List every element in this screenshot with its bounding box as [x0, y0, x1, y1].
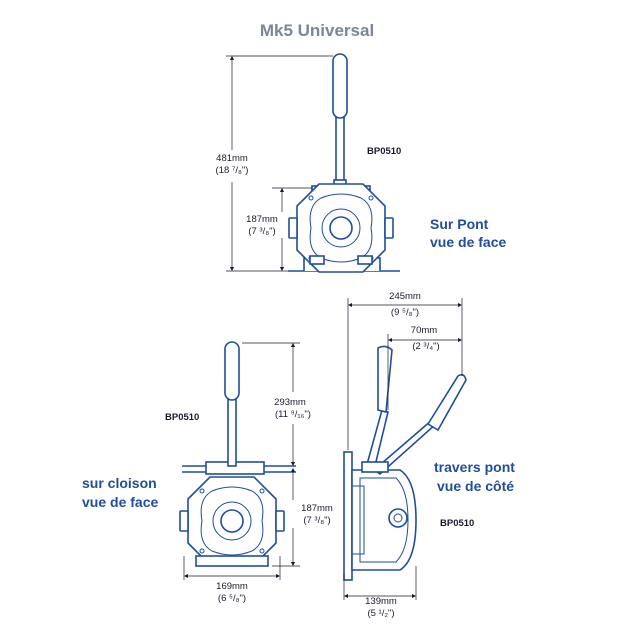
side-view-label-1: travers pont	[434, 459, 515, 475]
bulkhead-front-label-1: sur cloison	[82, 475, 157, 491]
deck-height-total: 481mm	[216, 153, 248, 164]
side-width-base: 139mm	[365, 596, 397, 607]
bulkhead-height-body: 187mm	[301, 503, 333, 514]
side-view-label-2: vue de côté	[437, 478, 514, 494]
deck-front-view: 481mm (18 ⁷/₈") 187mm (7 ³/₈") BP0510 Su…	[216, 53, 506, 273]
drawing-title: Mk5 Universal	[260, 21, 374, 40]
bulkhead-front-view: 293mm (11 ⁹/₁₆") 187mm (7 ³/₈") 169mm (6…	[82, 341, 333, 604]
side-view-code: BP0510	[440, 518, 474, 529]
bulkhead-width: 169mm	[216, 581, 248, 592]
bulkhead-front-label-2: vue de face	[82, 494, 158, 510]
deck-height-body: 187mm	[246, 214, 278, 225]
bulkhead-height-body-in: (7 ³/₈")	[303, 515, 330, 526]
bulkhead-width-in: (6 ⁵/₈")	[218, 593, 246, 604]
side-width-offset-in: (2 ³/₄")	[412, 341, 439, 352]
side-width-offset: 70mm	[411, 325, 437, 336]
side-width-base-in: (5 ¹/₂")	[367, 608, 394, 619]
bulkhead-height-handle: 293mm	[274, 397, 306, 408]
deck-front-code: BP0510	[367, 146, 401, 157]
deck-front-label-1: Sur Pont	[430, 216, 489, 232]
deck-front-label-2: vue de face	[430, 234, 506, 250]
deck-height-body-in: (7 ³/₈")	[248, 226, 275, 237]
bulkhead-front-code: BP0510	[165, 412, 199, 423]
through-deck-side-view: 245mm (9 ⁵/₈") 70mm (2 ³/₄") 139mm (5 ¹/…	[343, 291, 515, 619]
bulkhead-height-handle-in: (11 ⁹/₁₆")	[275, 409, 311, 420]
side-width-total-in: (9 ⁵/₈")	[391, 307, 419, 318]
deck-height-total-in: (18 ⁷/₈")	[216, 165, 249, 176]
side-width-total: 245mm	[389, 291, 421, 302]
